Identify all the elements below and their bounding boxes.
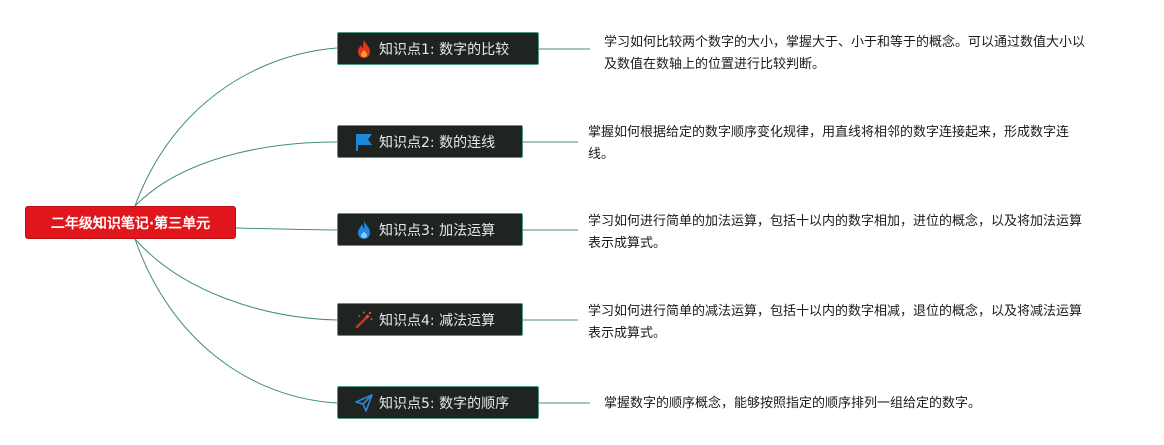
topic-node-4[interactable]: 知识点4: 减法运算	[337, 303, 523, 336]
topic-desc-2: 掌握如何根据给定的数字顺序变化规律，用直线将相邻的数字连接起来，形成数字连线。	[588, 125, 1070, 162]
flag-icon	[354, 132, 374, 152]
connector-root-topic-5	[134, 238, 338, 404]
root-node[interactable]: 二年级知识笔记·第三单元	[25, 206, 236, 239]
topic-desc-4: 学习如何进行简单的减法运算，包括十以内的数字相减，退位的概念，以及将减法运算表示…	[588, 304, 1083, 341]
topic-label-4: 知识点4: 减法运算	[379, 312, 496, 329]
topic-node-2[interactable]: 知识点2: 数的连线	[337, 125, 523, 158]
topic-desc-3: 学习如何进行简单的加法运算，包括十以内的数字相加，进位的概念，以及将加法运算表示…	[588, 214, 1083, 251]
topic-node-5[interactable]: 知识点5: 数字的顺序	[337, 386, 539, 419]
topic-node-1[interactable]: 知识点1: 数字的比较	[337, 32, 539, 65]
fire-icon	[354, 39, 374, 59]
topic-label-2: 知识点2: 数的连线	[379, 134, 496, 151]
topic-node-3[interactable]: 知识点3: 加法运算	[337, 213, 523, 246]
connector-root-topic-4	[134, 238, 338, 321]
topic-label-3: 知识点3: 加法运算	[379, 222, 496, 239]
root-label: 二年级知识笔记·第三单元	[50, 215, 211, 232]
connector-root-topic-2	[134, 141, 338, 207]
connector-root-topic-3	[235, 227, 338, 231]
topic-label-1: 知识点1: 数字的比较	[379, 41, 510, 58]
magic-wand-icon	[354, 310, 374, 330]
flame-icon	[354, 220, 374, 240]
topic-desc-1: 学习如何比较两个数字的大小，掌握大于、小于和等于的概念。可以通过数值大小以及数值…	[604, 35, 1086, 72]
paper-plane-icon	[354, 393, 374, 413]
topic-desc-5: 掌握数字的顺序概念，能够按照指定的顺序排列一组给定的数字。	[604, 396, 982, 411]
topic-label-5: 知识点5: 数字的顺序	[379, 395, 510, 412]
connector-root-topic-1	[134, 47, 338, 207]
